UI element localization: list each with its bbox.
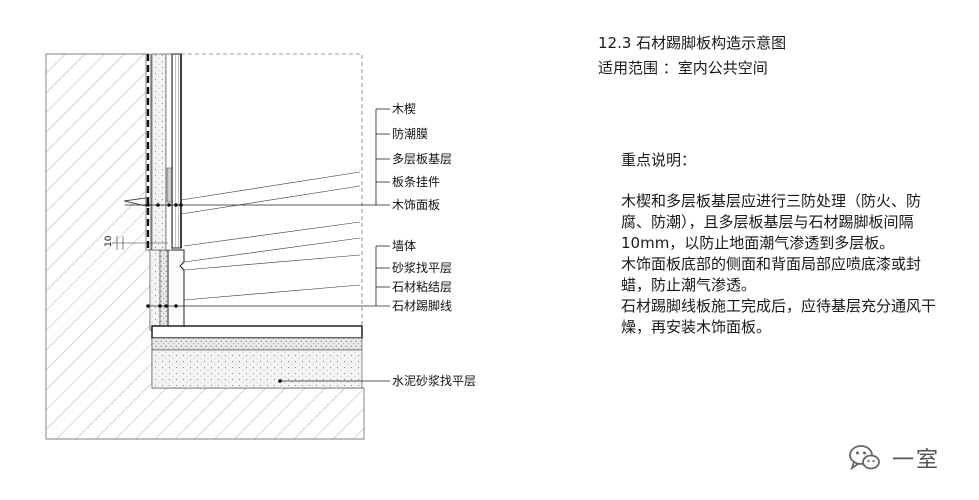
label-mortar-leveling: 砂浆找平层 [392,260,452,275]
label-multilayer-board: 多层板基层 [392,152,452,166]
leader-dots-upper [146,203,183,207]
mortar-leveling-layer [149,249,161,331]
label-stone-skirting: 石材踢脚线 [392,298,452,313]
wood-wedge [123,197,147,207]
notes-heading: 重点说明： [621,151,697,169]
leaders-lower [148,245,390,307]
label-wall: 墙体 [392,239,416,253]
floor-layers [151,325,363,389]
watermark: 一室 [848,440,940,476]
wechat-icon [849,445,880,471]
label-wood-veneer-panel: 木饰面板 [392,198,440,212]
leader-floor [278,379,390,383]
label-moisture-membrane: 防潮膜 [392,126,428,141]
stone-adhesive-layer [159,249,169,331]
key-notes: 重点说明： 木楔和多层板基层应进行三防处理（防火、防腐、防潮），且多层板基层与石… [621,150,939,338]
dimension-10mm: 10 [104,235,168,250]
dimension-label: 10 [104,235,114,247]
label-stone-adhesive: 石材粘结层 [392,279,452,294]
drawing-title: 12.3 石材踢脚板构造示意图 适用范围 ：室内公共空间 [598,31,786,81]
room-outline [146,53,363,325]
title-line: 12.3 石材踢脚板构造示意图 [598,34,787,52]
watermark-text: 一室 [892,448,941,473]
label-cement-mortar-leveling: 水泥砂浆找平层 [392,373,476,388]
wood-panel-projection [180,171,361,263]
note-paragraph: 木饰面板底部的侧面和背面局部应喷底漆或封蜡，防止潮气渗透。 [621,255,922,294]
label-wood-wedge: 木楔 [392,102,416,116]
note-paragraph: 石材踢脚线板施工完成后，应待基层充分通风干燥，再安装木饰面板。 [621,297,937,336]
scope-line: 适用范围 ：室内公共空间 [598,59,768,77]
wall-finish-layers [146,53,182,251]
leader-dots-lower [146,304,178,308]
label-batten-hanger: 板条挂件 [392,175,440,189]
stone-skirting [167,249,361,327]
note-paragraph: 木楔和多层板基层应进行三防处理（防火、防腐、防潮），且多层板基层与石材踢脚板间隔… [621,192,922,252]
